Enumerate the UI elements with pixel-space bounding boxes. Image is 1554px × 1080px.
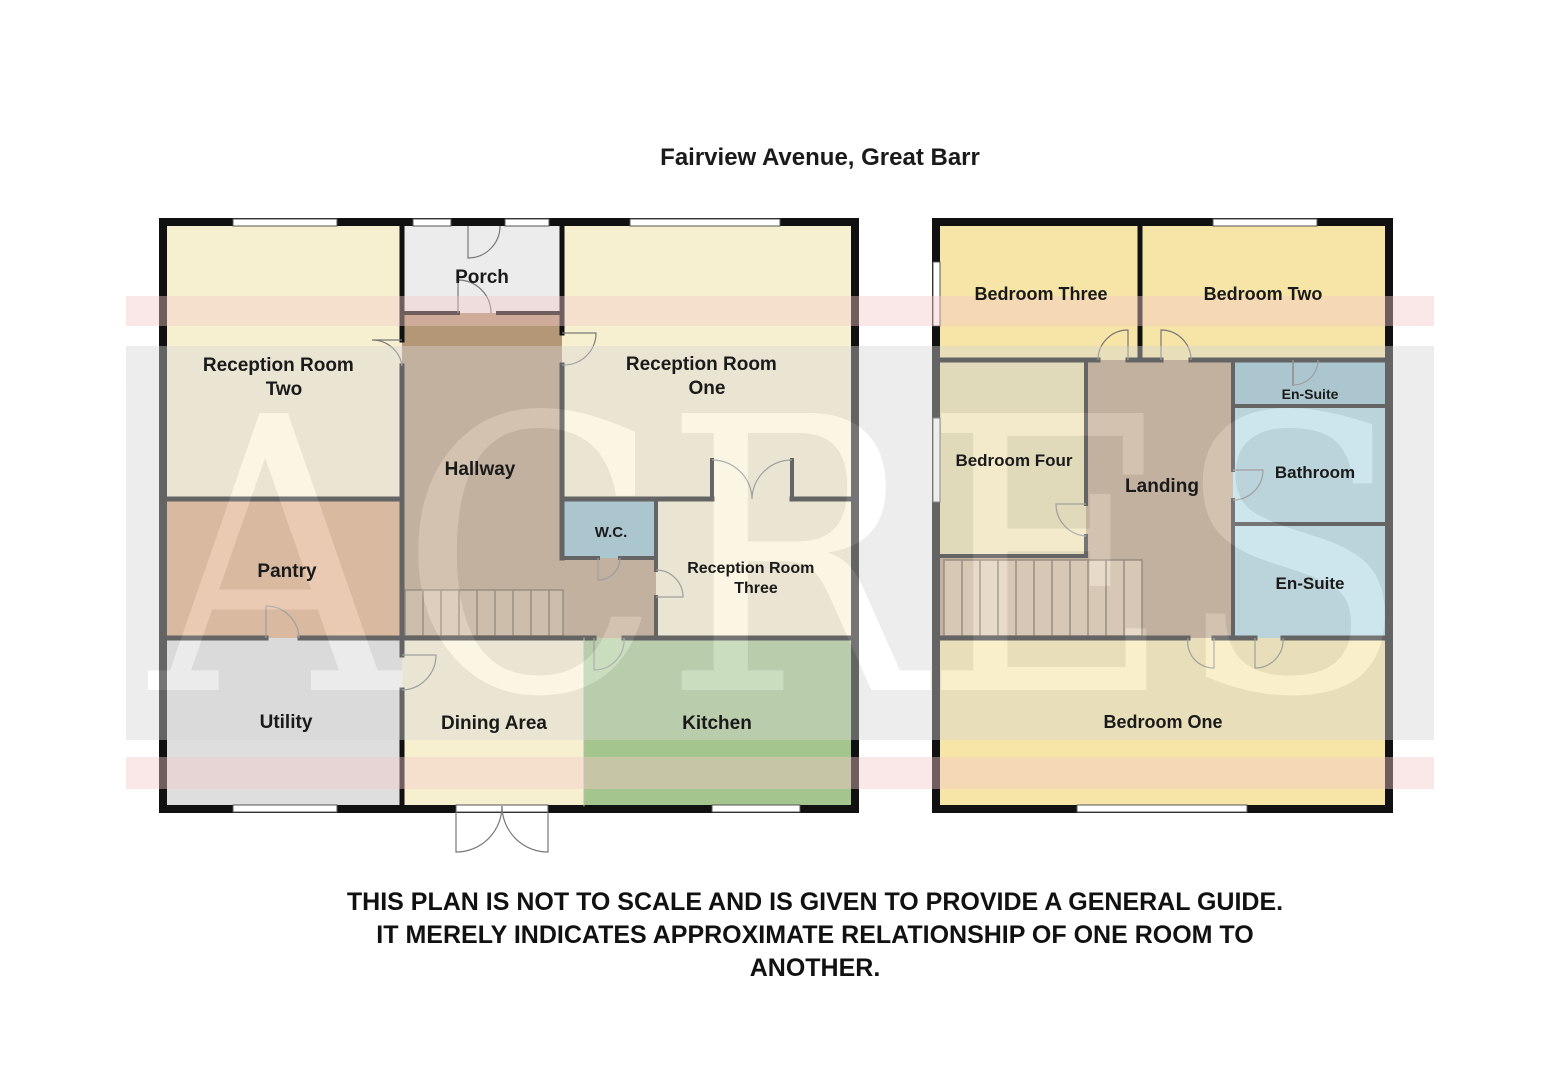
disclaimer-text: THIS PLAN IS NOT TO SCALE AND IS GIVEN T… <box>346 888 1284 982</box>
first-windows <box>932 218 1318 813</box>
label-bedroom-four: Bedroom Four <box>955 451 1072 470</box>
label-ensuite-top: En-Suite <box>1282 386 1339 402</box>
label-reception-one: Reception Room One <box>626 354 782 399</box>
first-floor <box>932 218 1393 813</box>
watermark-band-middle <box>126 346 1434 740</box>
label-reception-one-line1: Reception Room <box>626 354 777 375</box>
first-doors <box>1055 329 1319 669</box>
label-utility: Utility <box>260 712 313 733</box>
label-ensuite-bottom: En-Suite <box>1276 574 1345 593</box>
first-stairs <box>943 559 1143 637</box>
room-bedroom-three <box>939 225 1140 360</box>
watermark-band-top <box>126 296 1434 326</box>
label-bathroom: Bathroom <box>1275 463 1355 482</box>
label-reception-three: Reception Room Three <box>687 560 819 597</box>
label-reception-two-line1: Reception Room <box>203 355 354 376</box>
label-bedroom-one: Bedroom One <box>1103 712 1222 732</box>
room-hallway <box>402 313 656 638</box>
label-reception-two-line2: Two <box>266 379 303 400</box>
room-reception-two <box>166 225 402 499</box>
label-pantry: Pantry <box>257 561 317 582</box>
label-reception-three-line2: Three <box>734 580 778 597</box>
watermark-text: ACRES <box>145 337 1410 780</box>
ground-stairs <box>404 589 564 637</box>
room-kitchen <box>584 638 852 806</box>
ground-doors <box>265 225 793 853</box>
room-bathroom <box>1233 406 1386 524</box>
acres-watermark: ACRES <box>126 296 1434 789</box>
ground-floor <box>159 218 859 853</box>
room-bedroom-one <box>939 638 1386 806</box>
label-bedroom-two: Bedroom Two <box>1204 284 1323 304</box>
label-hallway: Hallway <box>445 459 516 480</box>
label-kitchen: Kitchen <box>682 713 752 734</box>
room-reception-one <box>562 225 852 499</box>
plan-title: Fairview Avenue, Great Barr <box>660 144 980 171</box>
label-bedroom-three: Bedroom Three <box>974 284 1107 304</box>
room-bedroom-four <box>939 360 1086 556</box>
room-ensuite-top <box>1233 360 1386 406</box>
label-reception-two: Reception Room Two <box>203 355 359 400</box>
label-porch: Porch <box>455 267 509 288</box>
label-reception-three-line1: Reception Room <box>687 560 814 577</box>
watermark-band-bottom <box>126 757 1434 789</box>
room-dining <box>402 638 584 806</box>
label-reception-one-line2: One <box>689 378 726 399</box>
label-dining: Dining Area <box>441 713 547 734</box>
room-reception-three <box>656 499 852 638</box>
room-wc <box>562 499 656 558</box>
label-landing: Landing <box>1125 476 1199 497</box>
room-utility <box>166 638 402 806</box>
room-porch <box>402 225 562 313</box>
room-labels: Reception Room Two Porch Reception Room … <box>203 267 1355 734</box>
room-ensuite-bottom <box>1233 524 1386 638</box>
label-wc: W.C. <box>595 524 628 541</box>
room-pantry <box>166 499 402 638</box>
